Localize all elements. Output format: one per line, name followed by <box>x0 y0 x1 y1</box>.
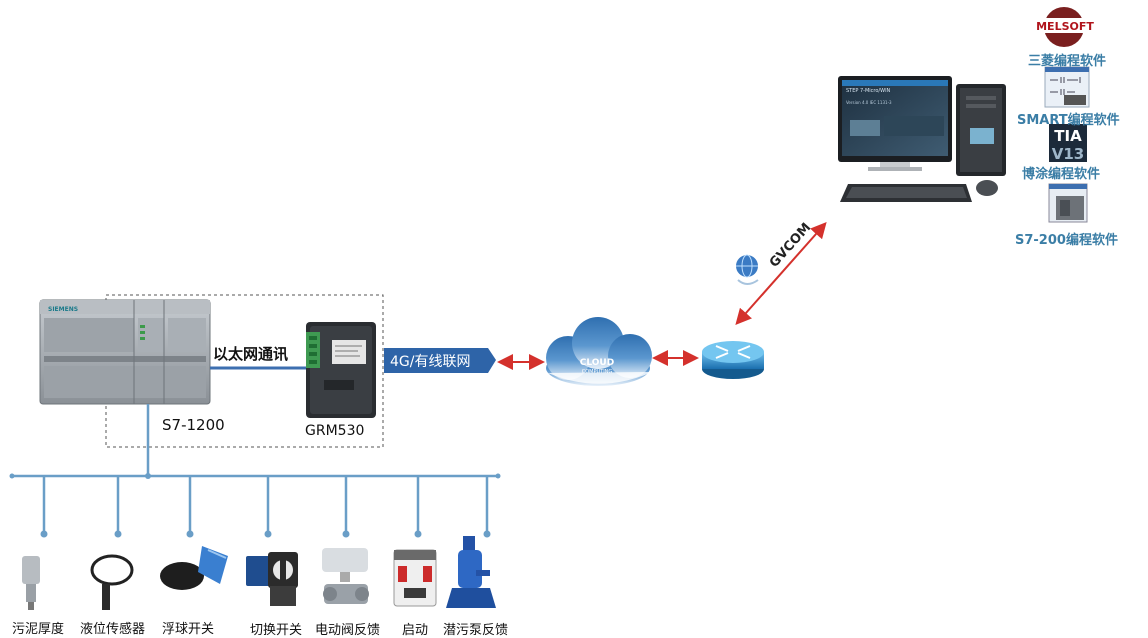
sludge-thickness-sensor-image <box>22 556 40 610</box>
sensor-label-pump: 潜污泵反馈 <box>443 623 509 638</box>
contactor-image <box>393 549 437 607</box>
mouse-image <box>976 180 998 196</box>
field-bus <box>12 404 498 534</box>
keyboard-image <box>840 184 972 202</box>
pc-screen-sub: Version 4.0 IEC 1131-3 <box>846 100 892 105</box>
tia-software-label: 博涂编程软件 <box>1022 167 1101 182</box>
cloud-computing-icon <box>546 317 652 386</box>
globe-icon <box>736 254 759 285</box>
gateway-grm530-image <box>306 322 376 418</box>
sensor-label-float: 浮球开关 <box>162 622 215 637</box>
sensor-label-level: 液位传感器 <box>80 622 146 637</box>
mitsubishi-software-label: 三菱编程软件 <box>1028 54 1107 69</box>
pc-screen-title: STEP 7-Micro/WIN <box>846 88 891 94</box>
sensor-label-valve: 电动阀反馈 <box>315 623 381 638</box>
plc-model-label: S7-1200 <box>162 416 225 434</box>
pc-monitor-image <box>838 76 952 171</box>
cloud-label-line2: COMPUTING <box>581 369 613 375</box>
s7-200-software-icon <box>1048 183 1088 223</box>
smart-software-label: SMART编程软件 <box>1017 113 1120 128</box>
pc-tower-image <box>956 84 1006 176</box>
tia-logo-bottom: V13 <box>1052 145 1084 163</box>
ethernet-label: 以太网通讯 <box>213 345 289 363</box>
melsoft-logo-text: MELSOFT <box>1036 20 1094 33</box>
electric-valve-image <box>322 548 369 604</box>
cloud-label-line1: CLOUD <box>579 358 615 368</box>
sensor-label-start: 启动 <box>402 623 429 638</box>
network-4g-label: 4G/有线联网 <box>390 354 471 370</box>
sensor-label-selector: 切换开关 <box>250 623 303 638</box>
tia-logo-top: TIA <box>1054 127 1082 145</box>
submersible-pump-image <box>446 536 496 608</box>
arrow-router-to-pc <box>735 222 827 325</box>
plc-brand-text: SIEMENS <box>48 306 78 313</box>
router-icon <box>702 341 764 379</box>
melsoft-icon <box>1036 7 1094 47</box>
float-switch-image <box>160 546 228 590</box>
network-4g-box <box>384 348 496 373</box>
cloud-label: CLOUD COMPUTING <box>552 359 642 377</box>
tia-portal-icon <box>1049 124 1087 162</box>
bus-nodes <box>9 473 501 538</box>
sensor-label-sludge: 污泥厚度 <box>12 622 65 637</box>
level-sensor-image <box>90 554 134 610</box>
gateway-model-label: GRM530 <box>305 423 365 439</box>
plc-s7-1200-image <box>39 299 211 405</box>
selector-switch-image <box>246 552 298 606</box>
s7-200-software-label: S7-200编程软件 <box>1015 233 1118 248</box>
smart-software-icon <box>1044 66 1090 108</box>
